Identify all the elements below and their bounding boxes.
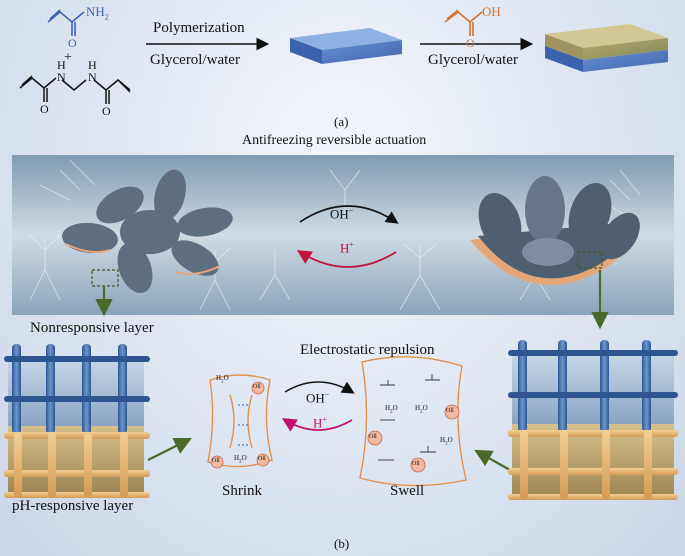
glycerol-water-label-2: Glycerol/water <box>428 52 518 68</box>
h-shrink-arrow <box>281 418 353 432</box>
oh-swell-arrow <box>284 381 355 394</box>
panel-b-title: Antifreezing reversible actuation <box>242 133 427 148</box>
swell-gly-3: Oll <box>412 461 420 467</box>
electrostatic-repulsion-label: Electrostatic repulsion <box>300 342 435 358</box>
acrylamide-structure <box>47 9 85 36</box>
shrink-h2o-1: H2O <box>216 374 229 385</box>
caption-b: (b) <box>334 536 350 551</box>
swell-h2o-1: H2O <box>385 404 398 415</box>
caption-a: (a) <box>334 114 349 129</box>
nh2-label: NH2 <box>86 4 109 22</box>
crosslinker-n1-label: N <box>57 70 66 84</box>
crosslinker-o1-label: O <box>40 102 49 116</box>
crosslinker-o2-label: O <box>102 104 111 118</box>
acrylic-acid-structure <box>444 9 483 36</box>
oh-minus-label-top: OH− <box>330 206 354 222</box>
bis-acrylamide-structure <box>19 75 131 104</box>
swell-label: Swell <box>390 483 425 499</box>
swell-network <box>359 356 467 487</box>
crosslinker-h2-label: H <box>88 58 97 72</box>
shrink-gly-1: Oll <box>253 384 261 390</box>
swell-gly-1: Oll <box>369 434 377 440</box>
shrink-label: Shrink <box>222 483 263 499</box>
flat-flower-hydrogel <box>62 169 233 294</box>
acrylic-o-label: O <box>466 36 475 50</box>
swell-carboxylates <box>378 374 440 461</box>
polymerization-label: Polymerization <box>153 20 245 36</box>
shrink-h2o-2: H2O <box>234 454 247 465</box>
h-plus-label-top: H+ <box>340 240 354 256</box>
swell-h2o-3: H2O <box>440 436 453 447</box>
plus-sign: + <box>64 50 72 65</box>
ph-responsive-layer-label: pH-responsive layer <box>12 498 134 514</box>
right-to-swell-arrow <box>474 449 511 471</box>
swell-h2o-2: H2O <box>415 404 428 415</box>
curled-flower-hydrogel <box>470 176 640 285</box>
nonresponsive-layer-label: Nonresponsive layer <box>30 320 154 336</box>
shrink-network <box>207 374 273 468</box>
bilayer-hydrogel-slab <box>545 24 668 72</box>
shrink-glycerol-bubbles <box>210 381 270 469</box>
left-zoom-box <box>91 269 119 287</box>
glycerol-water-label-1: Glycerol/water <box>150 52 240 68</box>
blue-hydrogel-slab <box>290 28 402 64</box>
crosslinker-h1-label: H <box>57 58 66 72</box>
swell-gly-2: Oll <box>446 408 454 414</box>
oh-minus-label-bottom: OH− <box>306 390 330 406</box>
right-lattice-block <box>508 340 678 500</box>
swell-glycerol-bubbles <box>367 404 460 473</box>
left-to-shrink-arrow <box>147 438 192 461</box>
oh-group-label: OH <box>482 4 501 19</box>
h-plus-label-bottom: H+ <box>313 415 327 431</box>
h-actuation-arrow <box>296 250 397 268</box>
shrink-gly-2: Oll <box>212 458 220 464</box>
oh-actuation-arrow <box>299 205 399 224</box>
right-zoom-box <box>577 251 603 269</box>
left-lattice-block <box>4 344 150 498</box>
shrink-gly-3: Oll <box>258 456 266 462</box>
shrink-h-bonds <box>238 404 248 446</box>
acrylamide-o-label: O <box>68 36 77 50</box>
crosslinker-n2-label: N <box>88 70 97 84</box>
